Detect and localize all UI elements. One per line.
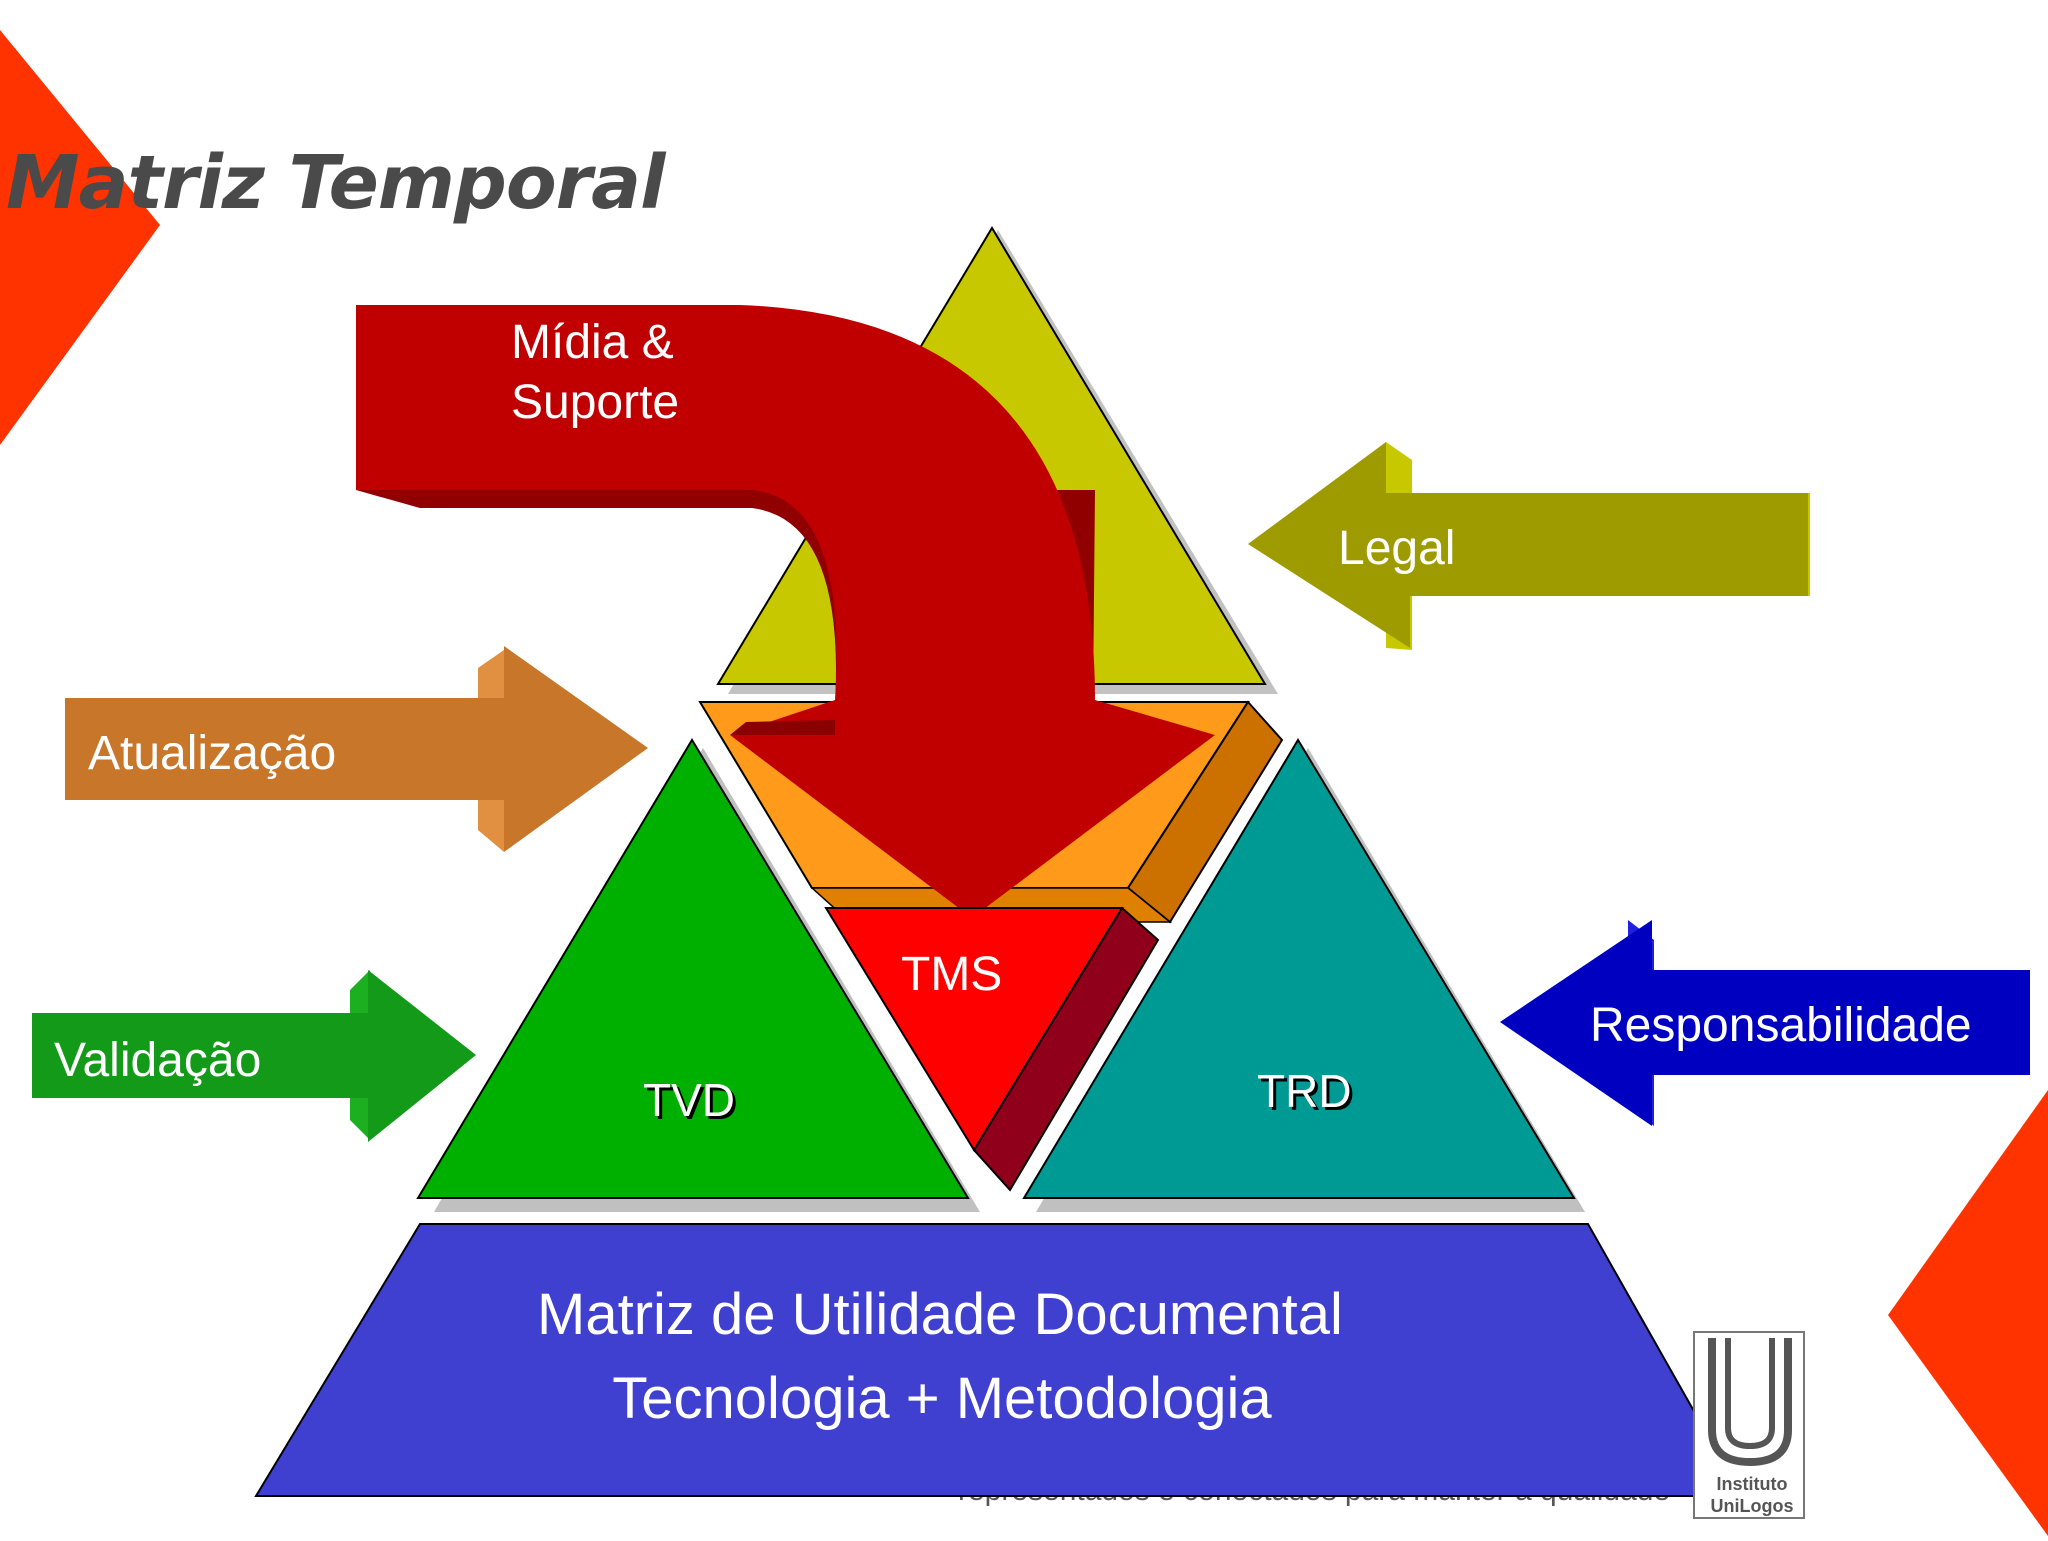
trd-triangle [1022, 738, 1576, 1199]
validation-label: Validação [54, 1034, 261, 1087]
validation-arrow [32, 970, 476, 1142]
page-title: Matriz Temporal [6, 140, 665, 226]
tms-triangle [824, 907, 1124, 1152]
tvd-label: TVD [643, 1074, 735, 1126]
trd-label-shadow: TRD [1260, 1068, 1355, 1120]
tvd-label-shadow: TVD [646, 1077, 738, 1129]
corner-decoration-top-left [0, 30, 160, 445]
responsibility-arrow [1500, 920, 2030, 1126]
media-label-line2: Suporte [511, 376, 679, 429]
media-label-line1: Mídia & [511, 316, 674, 369]
tms-label: TMS [901, 948, 1002, 1001]
legal-arrow [1248, 442, 1808, 648]
logo-line2: UniLogos [1711, 1496, 1794, 1516]
logo-line1: Instituto [1717, 1474, 1788, 1494]
tvd-triangle [416, 738, 970, 1199]
update-arrow [65, 646, 648, 852]
corner-decoration-bottom-right [1888, 1090, 2048, 1536]
base-trapezoid [254, 1223, 1744, 1497]
media-arrow [356, 305, 1215, 918]
responsibility-label: Responsabilidade [1590, 999, 1972, 1052]
legal-label: Legal [1338, 522, 1455, 575]
base-label-line2: Tecnologia + Metodologia [612, 1366, 1272, 1431]
base-label-line1: Matriz de Utilidade Documental [537, 1282, 1343, 1347]
institute-logo: Instituto UniLogos [1693, 1331, 1805, 1519]
update-label: Atualização [88, 727, 336, 780]
trd-label: TRD [1257, 1065, 1352, 1117]
